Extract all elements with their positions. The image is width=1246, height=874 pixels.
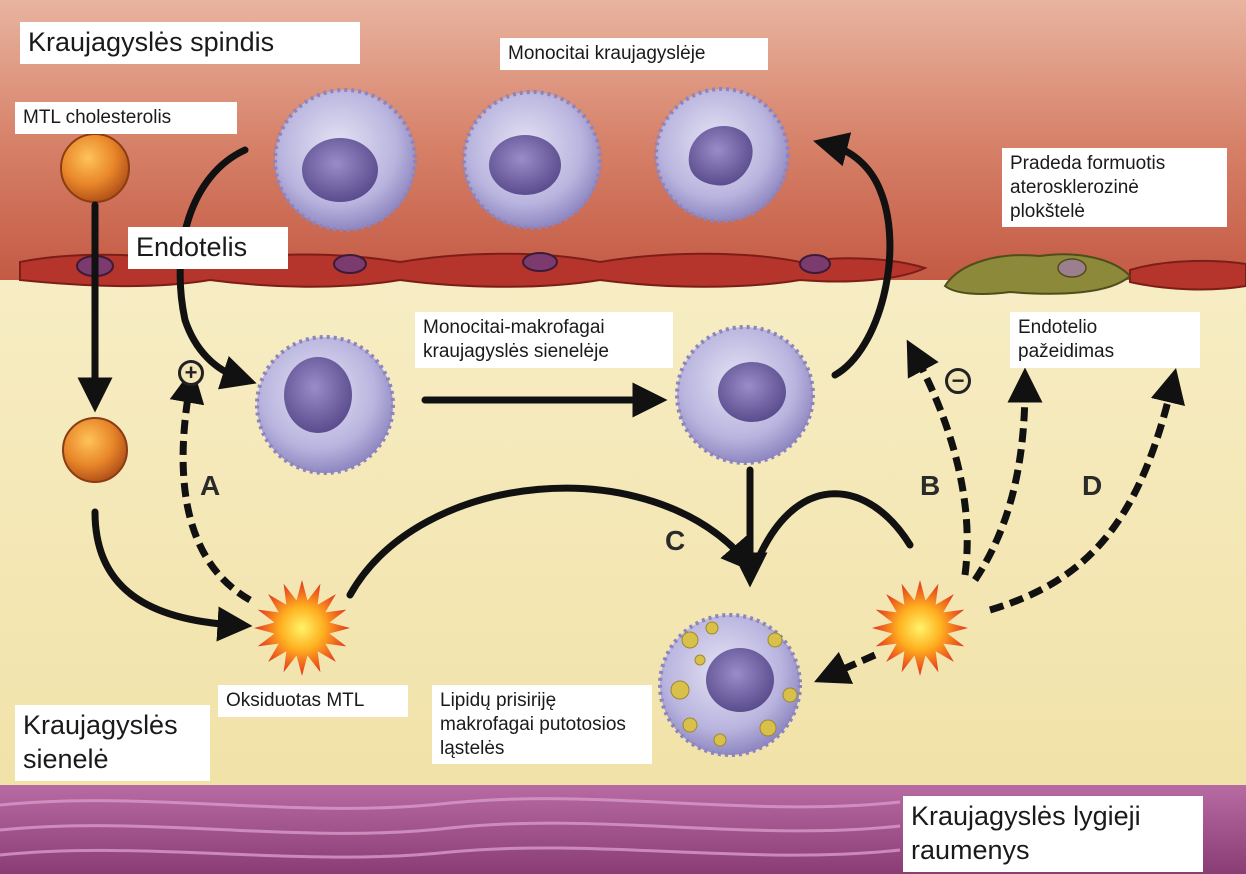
label-monocytes-blood: Monocitai kraujagyslėje: [500, 38, 768, 70]
label-endothelial-damage: Endotelio pažeidimas: [1010, 312, 1200, 368]
monocyte-blood-3: [656, 89, 788, 221]
label-smooth-muscle: Kraujagyslės lygieji raumenys: [903, 796, 1203, 872]
label-foam-cells: Lipidų prisiriję makrofagai putotosios l…: [432, 685, 652, 764]
pathway-letter-a: A: [200, 470, 220, 502]
label-plaque: Pradeda formuotis aterosklerozinė plokšt…: [1002, 148, 1227, 227]
monocyte-blood-1: [275, 90, 415, 230]
oxidized-ldl-burst-left: [254, 580, 350, 676]
label-ldl-cholesterol: MTL cholesterolis: [15, 102, 237, 134]
pathway-letter-d: D: [1082, 470, 1102, 502]
label-vessel-lumen: Kraujagyslės spindis: [20, 22, 360, 64]
pathway-letter-c: C: [665, 525, 685, 557]
minus-sign-icon: −: [945, 368, 971, 394]
label-macrophages-wall: Monocitai-makrofagai kraujagyslės sienel…: [415, 312, 673, 368]
monocyte-blood-2: [464, 92, 600, 228]
plus-sign-icon: +: [178, 360, 204, 386]
label-endothelium: Endotelis: [128, 227, 288, 269]
pathway-letter-b: B: [920, 470, 940, 502]
ldl-particle-lumen: [61, 134, 129, 202]
label-vessel-wall: Kraujagyslės sienelė: [15, 705, 210, 781]
oxidized-ldl-burst-right: [872, 580, 968, 676]
ldl-particle-wall: [63, 418, 127, 482]
macrophage-wall-2: [677, 327, 813, 463]
foam-cell: [660, 615, 800, 755]
label-oxidized-ldl: Oksiduotas MTL: [218, 685, 408, 717]
macrophage-wall-1: [257, 337, 393, 473]
